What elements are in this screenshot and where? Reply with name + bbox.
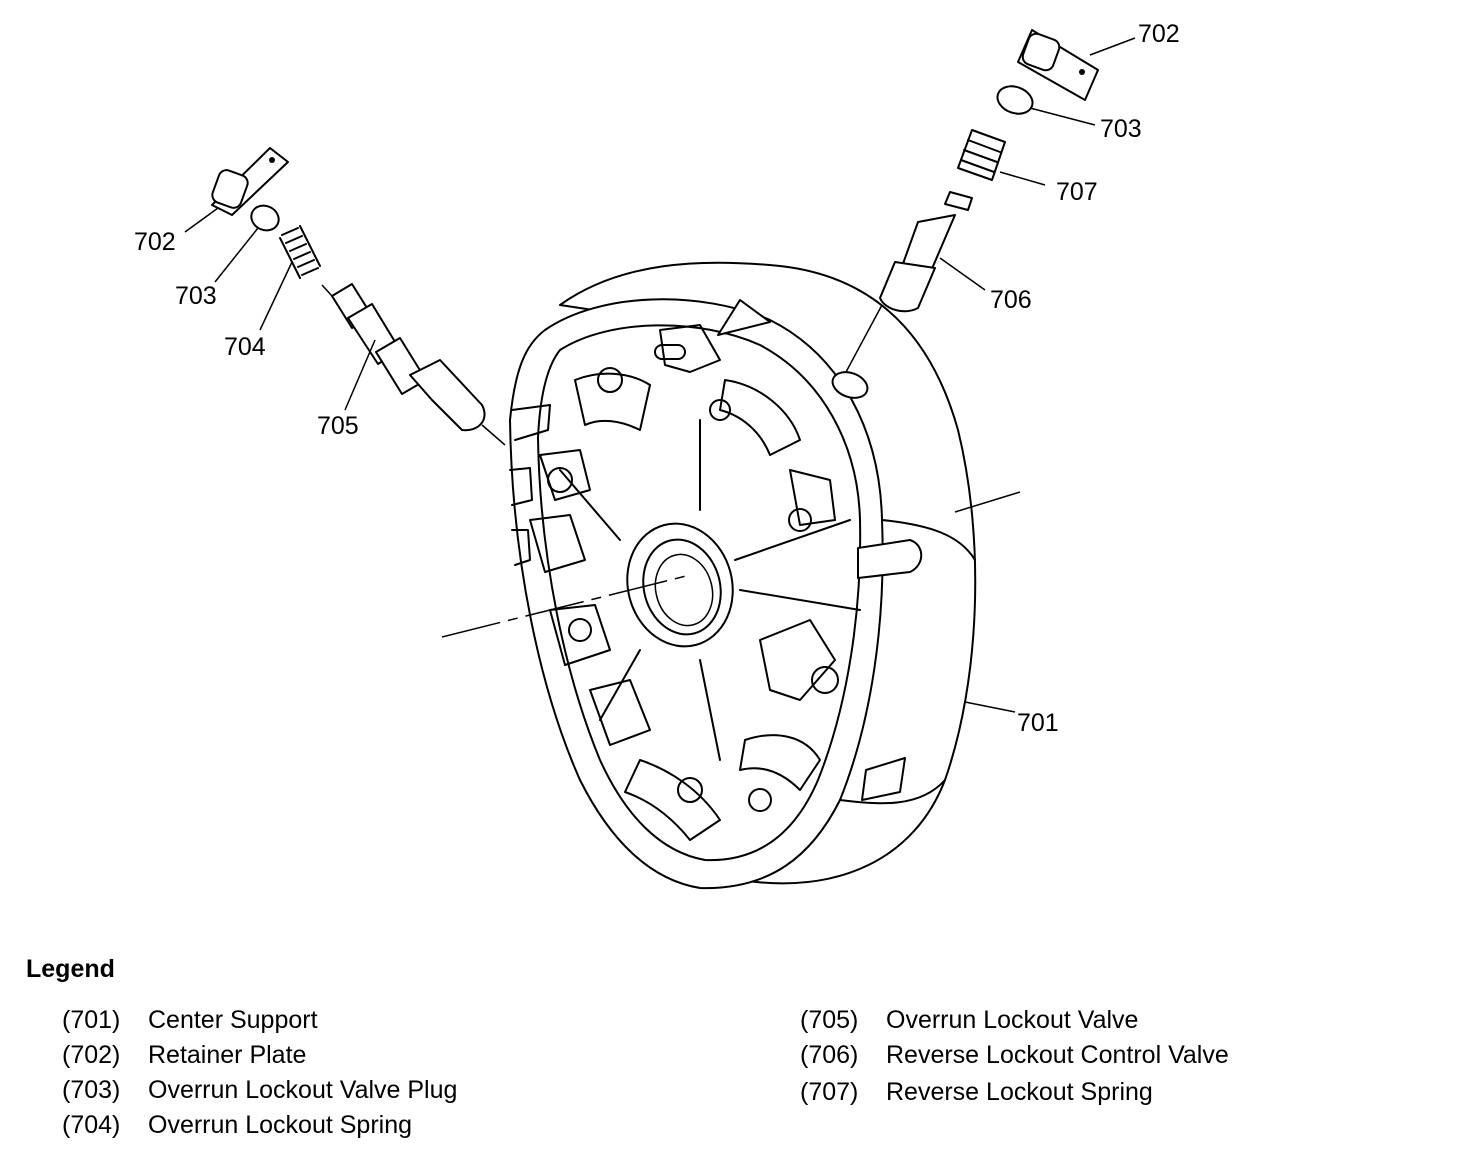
callout-705: 705 xyxy=(317,412,359,440)
legend-label: Overrun Lockout Valve Plug xyxy=(148,1076,458,1104)
right-valve-stack xyxy=(845,29,1099,373)
left-valve-stack xyxy=(211,147,506,446)
legend-label: Retainer Plate xyxy=(148,1041,307,1069)
legend-number: (707) xyxy=(800,1078,859,1106)
callout-706: 706 xyxy=(990,286,1032,314)
legend-number: (701) xyxy=(62,1006,121,1034)
legend-number: (705) xyxy=(800,1006,859,1034)
legend-number: (703) xyxy=(62,1076,121,1104)
callout-707: 707 xyxy=(1056,178,1098,206)
legend-label: Reverse Lockout Control Valve xyxy=(886,1041,1229,1069)
legend-item-701: (701) Center Support xyxy=(62,1006,318,1035)
legend-item-704: (704) Overrun Lockout Spring xyxy=(62,1111,412,1140)
legend-number: (702) xyxy=(62,1041,121,1069)
center-support-part xyxy=(509,261,977,890)
legend-item-706: (706) Reverse Lockout Control Valve xyxy=(800,1041,1229,1070)
callout-703-left: 703 xyxy=(175,282,217,310)
legend-item-705: (705) Overrun Lockout Valve xyxy=(800,1006,1138,1035)
legend-item-703: (703) Overrun Lockout Valve Plug xyxy=(62,1076,457,1105)
exploded-view-diagram: 702 703 704 705 702 703 707 706 701 1786… xyxy=(134,20,1180,890)
center-axis-line xyxy=(441,574,691,638)
callout-704: 704 xyxy=(224,333,266,361)
callout-702-right: 702 xyxy=(1138,20,1180,48)
legend-label: Center Support xyxy=(148,1006,318,1034)
legend-number: (704) xyxy=(62,1111,121,1139)
legend-item-707: (707) Reverse Lockout Spring xyxy=(800,1078,1153,1107)
legend-item-702: (702) Retainer Plate xyxy=(62,1041,306,1070)
callout-703-right: 703 xyxy=(1100,115,1142,143)
callout-702-left: 702 xyxy=(134,228,176,256)
legend-number: (706) xyxy=(800,1041,859,1069)
legend-label: Reverse Lockout Spring xyxy=(886,1078,1153,1106)
callout-701: 701 xyxy=(1017,709,1059,737)
legend-label: Overrun Lockout Spring xyxy=(148,1111,413,1139)
leader-lines xyxy=(184,37,1136,713)
legend-title: Legend xyxy=(26,955,115,983)
legend-label: Overrun Lockout Valve xyxy=(886,1006,1139,1034)
